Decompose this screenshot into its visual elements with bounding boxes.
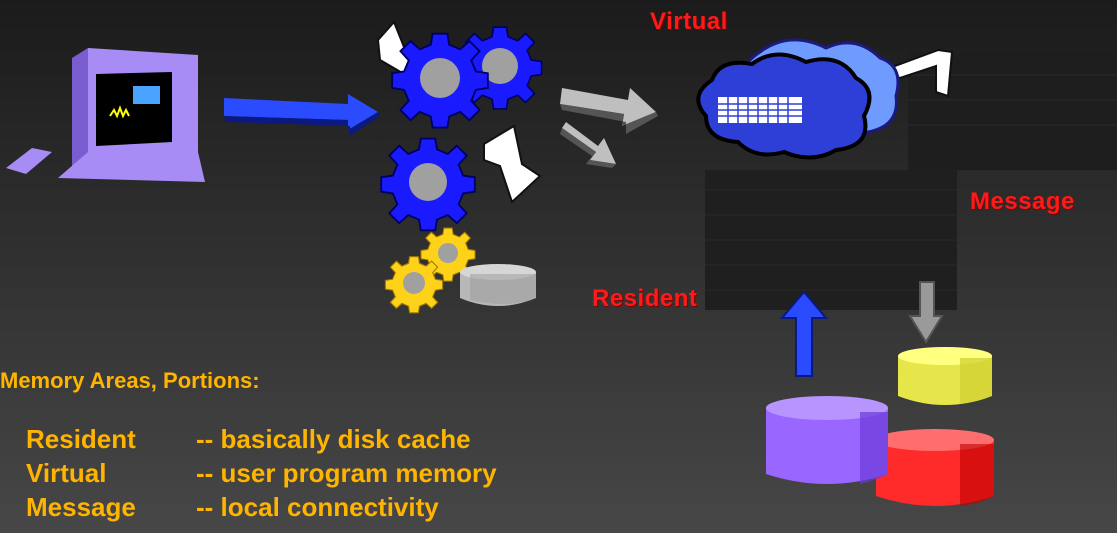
resident-label: Resident bbox=[592, 285, 698, 312]
gear-icon bbox=[457, 26, 543, 110]
arrow-icon bbox=[779, 290, 829, 377]
disk-icon bbox=[898, 347, 992, 405]
gear-icon bbox=[420, 227, 476, 282]
legend-desc: -- basically disk cache bbox=[196, 424, 471, 454]
message-label: Message bbox=[970, 188, 1075, 215]
legend-row-message: Message -- local connectivity bbox=[26, 490, 497, 524]
memory-areas-heading: Memory Areas, Portions: bbox=[0, 368, 260, 393]
lightning-icon bbox=[483, 124, 542, 204]
disk-icon bbox=[876, 429, 994, 506]
legend-row-resident: Resident -- basically disk cache bbox=[26, 422, 497, 456]
virtual-label: Virtual bbox=[650, 8, 728, 35]
arrow-icon bbox=[560, 122, 616, 168]
arrow-icon bbox=[224, 94, 380, 136]
memory-chip-icon bbox=[718, 97, 802, 123]
disk-icon bbox=[766, 396, 888, 484]
legend-row-virtual: Virtual -- user program memory bbox=[26, 456, 497, 490]
gear-icon bbox=[391, 32, 489, 129]
legend-desc: -- user program memory bbox=[196, 458, 497, 488]
arrow-icon bbox=[908, 281, 944, 344]
disk-icon bbox=[460, 264, 536, 306]
lightning-icon bbox=[881, 48, 954, 98]
gear-icon bbox=[384, 256, 444, 314]
legend-term: Resident bbox=[26, 424, 136, 454]
gear-icon bbox=[380, 137, 476, 232]
arrow-icon bbox=[560, 88, 658, 134]
legend-term: Virtual bbox=[26, 458, 107, 488]
legend-desc: -- local connectivity bbox=[196, 492, 439, 522]
legend-term: Message bbox=[26, 492, 136, 522]
region-stripes bbox=[705, 74, 1117, 291]
computer-icon bbox=[6, 48, 205, 182]
memory-legend: Resident -- basically disk cache Virtual… bbox=[26, 422, 497, 524]
